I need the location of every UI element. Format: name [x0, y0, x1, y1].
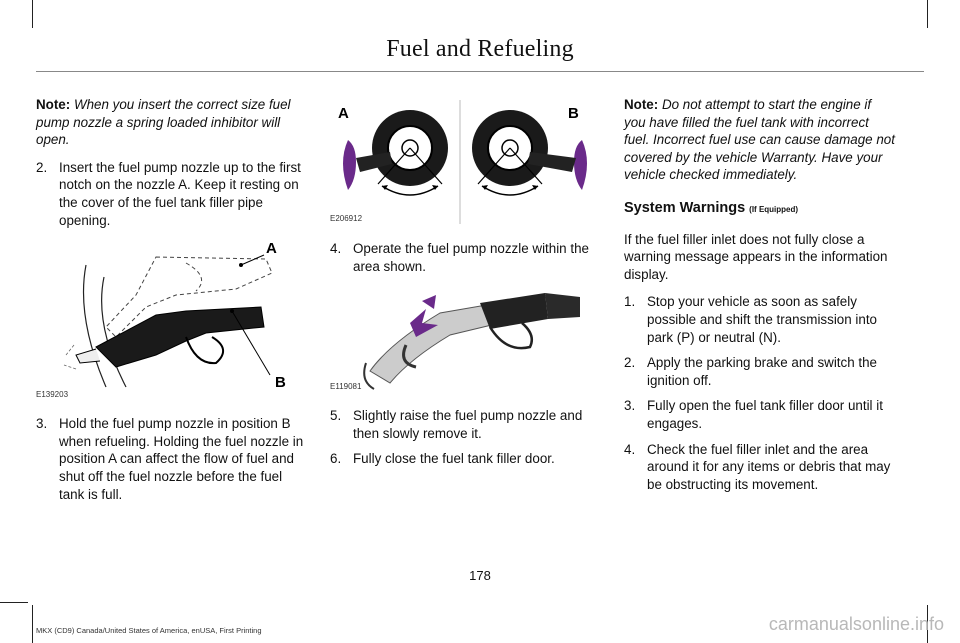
column-middle: A B E206912 4. Operate the fuel pump noz…: [330, 100, 602, 476]
step-text: Slightly raise the fuel pump nozzle and …: [353, 408, 583, 441]
note-incorrect-fuel: Note: Do not attempt to start the engine…: [624, 96, 896, 184]
note-inhibitor: Note: When you insert the correct size f…: [36, 96, 308, 149]
step-number: 3.: [36, 416, 48, 432]
step-6: 6. Fully close the fuel tank filler door…: [330, 450, 602, 468]
watermark: carmanualsonline.info: [768, 614, 944, 634]
step-number: 1.: [624, 294, 636, 310]
label-b: B: [275, 374, 286, 391]
crop-mark-bottom-left: [32, 605, 33, 643]
raise-nozzle-illustration: [363, 293, 580, 391]
footer-text: MKX (CD9) Canada/United States of Americ…: [36, 626, 262, 635]
step-text: Fully open the fuel tank filler door unt…: [647, 398, 883, 431]
warning-step-2: 2. Apply the parking brake and switch th…: [624, 354, 896, 389]
figure-nozzle-positions: A B E139203: [36, 237, 308, 403]
intro-text: If the fuel filler inlet does not fully …: [624, 231, 888, 282]
step-number: 2.: [624, 355, 636, 371]
step-text: Apply the parking brake and switch the i…: [647, 355, 878, 388]
step-5: 5. Slightly raise the fuel pump nozzle a…: [330, 407, 602, 442]
warning-step-3: 3. Fully open the fuel tank filler door …: [624, 397, 896, 432]
step-4: 4. Operate the fuel pump nozzle within t…: [330, 240, 602, 275]
step-text: Stop your vehicle as soon as safely poss…: [647, 294, 877, 345]
warning-step-1: 1. Stop your vehicle as soon as safely p…: [624, 293, 896, 346]
step-3: 3. Hold the fuel pump nozzle in position…: [36, 415, 308, 503]
figure-code: E206912: [330, 214, 363, 224]
warning-step-4: 4. Check the fuel filler inlet and the a…: [624, 441, 896, 494]
step-text: Check the fuel filler inlet and the area…: [647, 441, 891, 492]
figure-raise-nozzle: E119081: [330, 283, 602, 395]
step-number: 4.: [330, 241, 342, 256]
step-number: 3.: [624, 398, 636, 414]
note-text: When you insert the correct size fuel pu…: [36, 97, 291, 148]
step-2: 2. Insert the fuel pump nozzle up to the…: [36, 159, 308, 229]
figure-code: E139203: [36, 389, 69, 399]
section-heading-suffix: (If Equipped): [749, 204, 799, 214]
crop-mark-bottom-left-horizontal: [0, 602, 28, 603]
page-number: 178: [469, 568, 491, 583]
label-b: B: [568, 105, 579, 122]
step-number: 4.: [624, 441, 636, 457]
step-number: 6.: [330, 451, 342, 467]
crop-mark-top-right: [927, 0, 928, 28]
note-label: Note:: [624, 97, 659, 112]
figure-operating-area: A B E206912: [330, 100, 602, 228]
label-a: A: [266, 240, 277, 257]
step-text: Insert the fuel pump nozzle up to the fi…: [59, 159, 301, 228]
section-heading: System Warnings (If Equipped): [624, 200, 896, 219]
nozzle-position-illustration: A B: [63, 240, 286, 391]
note-label: Note:: [36, 97, 71, 112]
crop-mark-top-left: [32, 0, 33, 28]
label-a: A: [338, 105, 349, 122]
note-text: Do not attempt to start the engine if yo…: [624, 97, 895, 183]
step-text: Fully close the fuel tank filler door.: [353, 451, 555, 467]
step-text: Operate the fuel pump nozzle within the …: [353, 241, 589, 274]
crop-mark-bottom-right: [927, 605, 928, 643]
figure-code: E119081: [330, 381, 362, 391]
page-title: Fuel and Refueling: [386, 36, 574, 62]
column-right: Note: Do not attempt to start the engine…: [624, 96, 896, 501]
step-number: 5.: [330, 408, 342, 424]
operating-area-illustration: A B: [338, 100, 587, 224]
header-divider: [36, 71, 924, 72]
section-heading-text: System Warnings: [624, 199, 746, 216]
step-text: Hold the fuel pump nozzle in position B …: [59, 416, 304, 502]
step-number: 2.: [36, 159, 48, 175]
column-left: Note: When you insert the correct size f…: [36, 96, 308, 511]
